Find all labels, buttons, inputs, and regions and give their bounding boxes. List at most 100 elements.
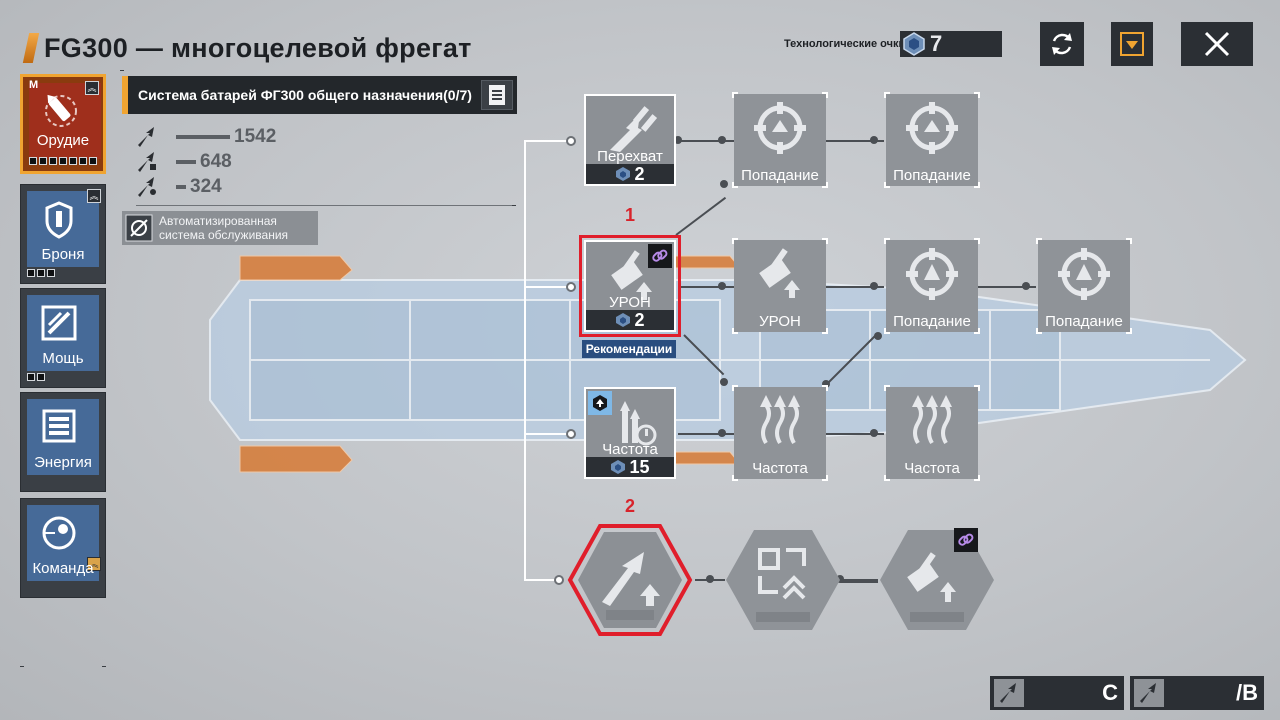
tree-joint — [566, 429, 576, 439]
node-label: Частота — [752, 460, 808, 477]
turret-damage-icon — [759, 248, 800, 298]
stat-bar — [176, 160, 196, 164]
node-corner — [884, 385, 890, 391]
rate-of-fire-icon — [620, 401, 657, 446]
node-corner — [884, 92, 890, 98]
stat-row-3: 324 — [136, 176, 222, 198]
node-corner — [884, 238, 890, 244]
node-damage-2[interactable]: УРОН — [732, 238, 828, 334]
key-hint-c[interactable]: C — [990, 676, 1124, 710]
command-crosshair-icon — [42, 516, 76, 550]
key-letter: C — [1102, 680, 1118, 705]
node-label: Перехват — [597, 148, 663, 165]
node-corner — [974, 238, 980, 244]
connector-joint — [874, 332, 882, 340]
connector-joint — [870, 282, 878, 290]
node-corner — [974, 475, 980, 481]
recommend-tag: Рекомендации — [582, 340, 676, 358]
connector-joint — [1022, 282, 1030, 290]
node-corner — [822, 328, 828, 334]
node-cost: 2 — [586, 164, 674, 184]
sidebar-item-armor[interactable]: ︽ Броня — [20, 184, 106, 284]
hex-node-special-damage[interactable] — [566, 522, 694, 638]
connector — [678, 140, 734, 142]
stat-row-1: 1542 — [136, 126, 276, 148]
panel-divider — [136, 205, 516, 206]
crosshair-hit-icon — [906, 102, 958, 154]
sidebar-item-label: Команда — [32, 560, 94, 577]
stat-value: 648 — [200, 151, 232, 172]
node-hit-3[interactable]: Попадание — [884, 238, 980, 334]
node-damage[interactable]: УРОН 2 — [584, 240, 676, 332]
node-rate-2[interactable]: Частота — [732, 385, 828, 481]
node-corner — [884, 328, 890, 334]
filter-button[interactable] — [1111, 22, 1153, 66]
auto-maintenance-line2: система обслуживания — [159, 228, 289, 242]
panel-accent — [122, 76, 128, 114]
close-button[interactable] — [1181, 22, 1253, 66]
node-intercept[interactable]: Перехват 2 — [584, 94, 676, 186]
sidebar-item-tile — [29, 83, 101, 159]
tree-joint — [566, 136, 576, 146]
refresh-button[interactable] — [1040, 22, 1084, 66]
connector-joint — [836, 575, 844, 583]
filter-dropdown-icon — [1120, 32, 1144, 56]
node-hit-1[interactable]: Попадание — [732, 92, 828, 188]
annotation-number-2: 2 — [625, 496, 636, 516]
sidebar-item-power[interactable]: Мощь — [20, 288, 106, 388]
hex-node-linked-damage[interactable] — [876, 526, 998, 634]
energy-list-icon — [42, 409, 76, 443]
details-button[interactable] — [481, 80, 513, 110]
tech-points-value: 7 — [930, 31, 943, 56]
weapon-system-panel-header: Система батарей ФГ300 общего назначения(… — [122, 76, 517, 114]
hex-node-upgrade[interactable] — [722, 526, 844, 634]
damage-stat-icon — [138, 177, 156, 197]
connector — [840, 579, 878, 583]
node-corner — [1126, 328, 1132, 334]
node-corner — [732, 182, 738, 188]
node-label: Попадание — [893, 167, 971, 184]
node-corner — [822, 475, 828, 481]
node-rate[interactable]: Частота 15 — [584, 387, 676, 479]
node-label: Частота — [904, 460, 960, 477]
node-cost-value: 2 — [634, 309, 645, 330]
frame-mark — [120, 70, 124, 71]
title-bar: FG300 — многоцелевой фрегат — [22, 30, 472, 66]
node-hit-2[interactable]: Попадание — [884, 92, 980, 188]
node-corner — [974, 385, 980, 391]
node-corner — [822, 92, 828, 98]
connector — [678, 286, 734, 288]
sidebar-item-label: Мощь — [42, 350, 84, 367]
tech-chip-icon — [611, 460, 626, 474]
connector-joint — [870, 136, 878, 144]
sidebar-item-weapon[interactable]: M ︽ Орудие — [20, 74, 106, 174]
sidebar-item-energy[interactable]: Энергия — [20, 392, 106, 492]
frame-mark — [512, 205, 516, 206]
sidebar-item-command[interactable]: ︽ Команда — [20, 498, 106, 598]
sidebar-badge-m: M — [29, 79, 39, 91]
wavy-arrows-icon — [912, 395, 952, 445]
connector-joint — [706, 575, 714, 583]
upgrade-chevron-icon: ︽ — [85, 81, 99, 95]
sidebar-pips — [27, 373, 45, 381]
hex-upgrade-icon — [593, 395, 607, 411]
stat-bar — [176, 185, 186, 189]
connector-joint — [718, 429, 726, 437]
tree-trunk — [524, 140, 526, 581]
node-rate-3[interactable]: Частота — [884, 385, 980, 481]
frame-mark — [20, 666, 24, 667]
auto-maintenance-label: Автоматизированная система обслуживания — [159, 214, 288, 242]
node-corner — [732, 92, 738, 98]
tree-joint — [554, 575, 564, 585]
stat-value: 324 — [190, 176, 222, 197]
sidebar-pips — [27, 269, 55, 277]
shield-icon — [45, 201, 73, 239]
node-hit-4[interactable]: Попадание — [1036, 238, 1132, 334]
connector-joint — [718, 136, 726, 144]
key-hint-b[interactable]: /B — [1130, 676, 1264, 710]
chain-link-icon — [958, 533, 974, 546]
node-corner — [884, 475, 890, 481]
sidebar-pips — [29, 157, 97, 165]
auto-maintenance-perk[interactable]: Автоматизированная система обслуживания — [122, 211, 318, 245]
chain-link-icon — [652, 249, 668, 262]
